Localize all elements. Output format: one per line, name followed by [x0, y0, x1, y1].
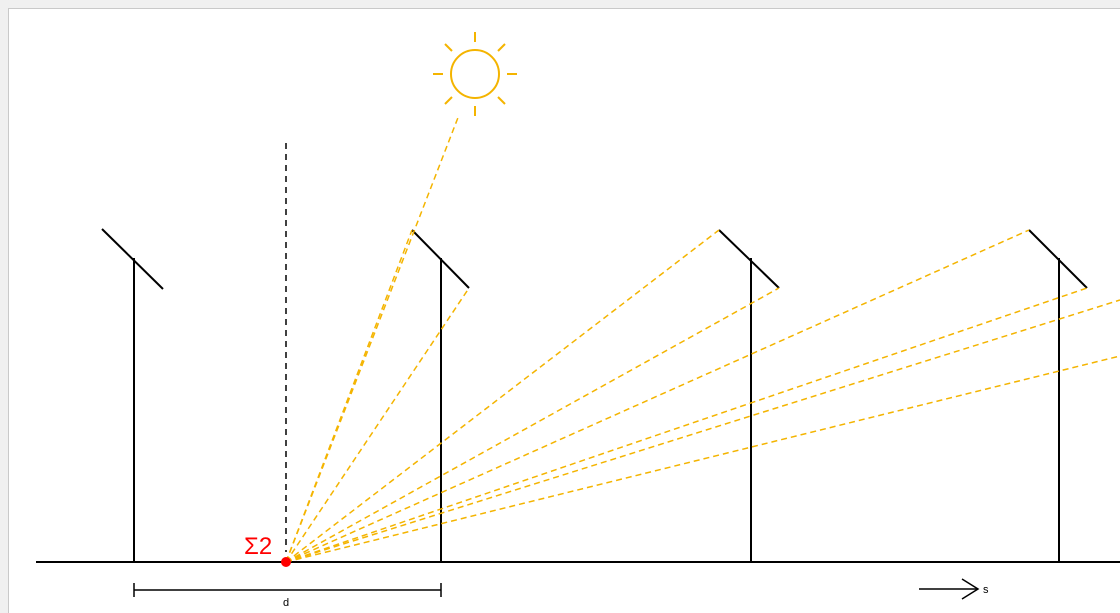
sun-icon [433, 32, 517, 116]
sigma-point [281, 557, 291, 567]
post-2 [411, 229, 470, 562]
sigma-label: Σ2 [244, 533, 272, 560]
direction-arrow [919, 578, 980, 600]
direction-label: s [983, 584, 989, 596]
dimension-label: d [283, 597, 289, 609]
diagram-panel [8, 8, 1120, 613]
post-1 [101, 228, 164, 562]
dimension-line [133, 583, 442, 597]
post-4 [1028, 229, 1088, 562]
post-3 [718, 229, 780, 562]
sun-rays [285, 114, 1120, 563]
